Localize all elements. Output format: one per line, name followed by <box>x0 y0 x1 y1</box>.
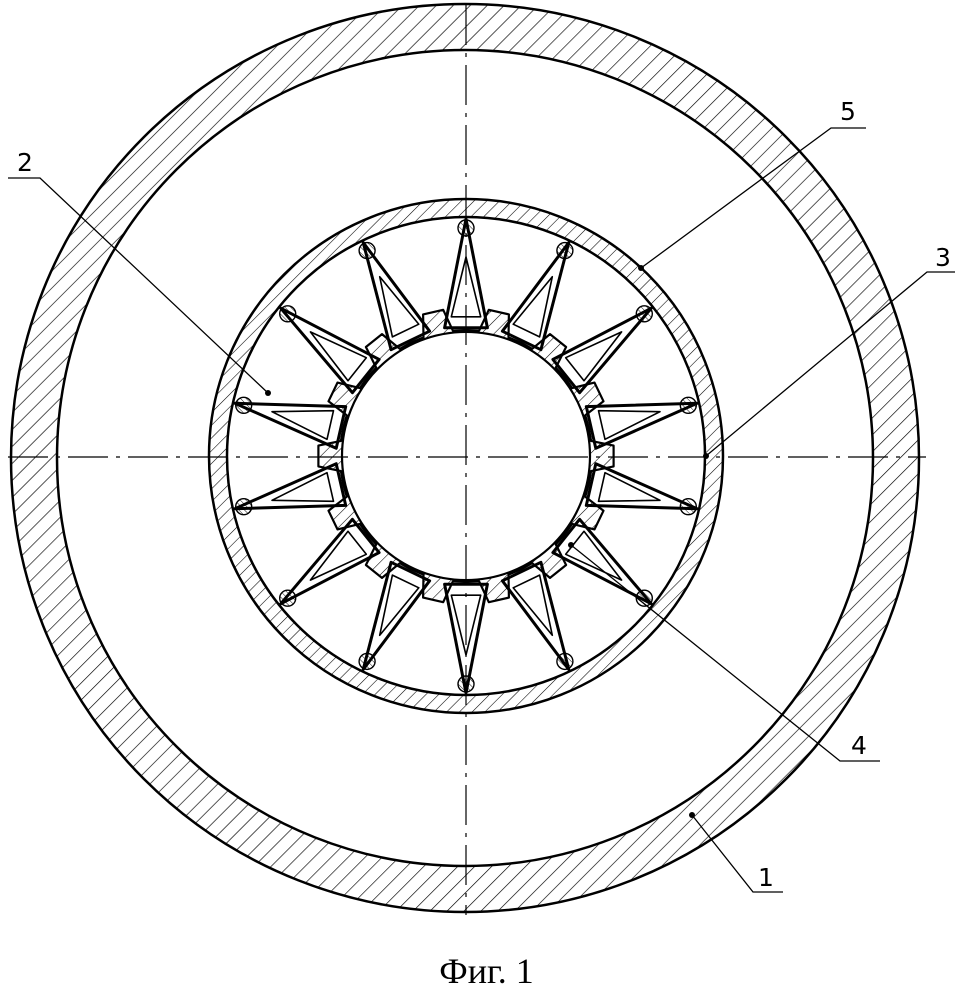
weld-joint <box>236 499 252 515</box>
weld-joint <box>280 306 296 322</box>
callout-label-2: 2 <box>17 148 33 177</box>
weld-joint <box>557 653 573 669</box>
figure-caption: Фиг. 1 <box>0 950 973 992</box>
callout-label-3: 3 <box>935 243 951 272</box>
callout-label-1: 1 <box>758 863 774 892</box>
weld-joint <box>280 590 296 606</box>
weld-joint <box>359 653 375 669</box>
weld-joint <box>680 397 696 413</box>
weld-joint <box>236 397 252 413</box>
weld-joint <box>636 306 652 322</box>
callout-label-4: 4 <box>851 731 867 760</box>
outer-casing-ring <box>11 4 919 912</box>
weld-joint <box>557 243 573 259</box>
weld-joint <box>680 499 696 515</box>
technical-drawing: 1 2 3 4 5 <box>0 0 973 940</box>
weld-joint <box>359 243 375 259</box>
callout-label-5: 5 <box>840 97 856 126</box>
